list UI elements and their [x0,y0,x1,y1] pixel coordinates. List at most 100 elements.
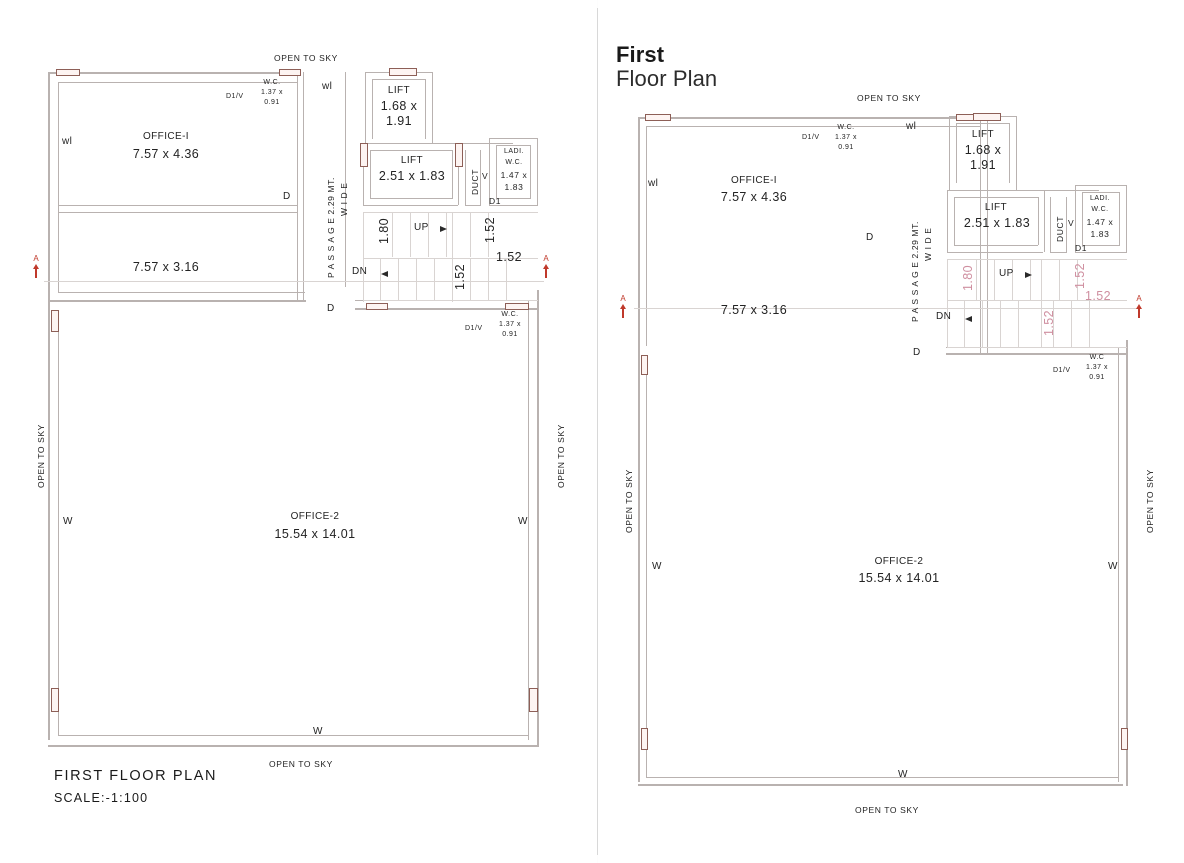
section-arrow-left-icon [33,264,39,269]
label-window-w-bottom-r: W [898,769,908,780]
label-dim-tread-lower-r: 1.52 [1042,310,1056,336]
wall-right-office2-r [1126,340,1128,786]
label-dim-stair-width: 1.80 [377,218,391,244]
wall-wc-left-inner-r [1082,192,1083,245]
label-door-dl-r: D1 [1075,243,1088,253]
label-office2-name: OFFICE-2 [290,511,340,522]
label-ladies-wc-name2: W.C. [505,159,523,166]
wall-office2-top-right-b [355,308,538,310]
label-duct: DUCT [470,168,480,195]
section-stem-left [35,269,37,278]
label-dim-tread-lower: 1.52 [453,264,467,290]
label-lift1-dims-a-r: 1.68 x [964,143,1002,157]
label-open-to-sky-top: OPEN TO SKY [274,53,338,63]
wall-lift1-right-inner [425,79,426,139]
section-mark-left-letter: A [33,254,39,263]
wall-wc-left-inner [496,145,497,198]
label-wc-top-dim-b-r: 0.91 [838,144,854,151]
label-door-d-upper-r: D [866,232,874,243]
label-ladies-wc-dim-a-r: 1.47 x [1086,217,1114,227]
window-lift1-top-r [973,113,1001,121]
label-door-d-lower: D [327,303,335,314]
window-left-office2-top [51,310,59,332]
wall-right-office2 [537,290,539,747]
stair-tread [428,213,429,257]
wall-right-office1 [297,72,298,302]
stair-tread [434,259,435,300]
wall-wc-right-inner-r [1119,192,1120,245]
window-right-office2-bottom-r [1121,728,1128,750]
label-office2-name-r: OFFICE-2 [874,556,924,567]
wall-wc-top-inner-r [1082,192,1120,193]
wall-wc-right [537,138,538,205]
wall-lift1-right [432,72,433,144]
wall-left-office2-inner [58,310,59,735]
label-vent-r: V [1068,218,1075,228]
wall-lift2-left-inner-r [954,197,955,245]
wall-lift1-left-inner [372,79,373,139]
stair-tread [488,259,489,300]
window-lift2-left [360,143,368,167]
label-office1-name: OFFICE-I [143,131,189,142]
wall-lift1-right-r [1016,116,1017,190]
window-right-office2-bottom [529,688,538,712]
stair-tread [488,213,489,257]
wall-stair-top [363,212,538,213]
wall-stub-r [938,117,939,119]
wall-office2-top-left-b [48,300,306,302]
window-top-left [56,69,80,76]
wall-office1-divider [58,205,298,206]
wall-lift2-right-inner [452,150,453,198]
stair-tread-r [1089,301,1090,347]
wall-right-office2-inner [528,300,529,740]
wall-wc-bottom-r [1075,252,1127,253]
stair-tread [506,259,507,300]
wall-lift2-right [458,143,459,205]
label-wc-bottom-dim-b: 0.91 [502,331,518,338]
label-ladies-wc-dim-b-r: 1.83 [1090,229,1110,239]
wall-lift2-bottom-inner-r [954,245,1038,246]
left-title-text: First Floor Plan [54,768,218,784]
arrow-up-direction-r [1025,272,1032,278]
wall-stair-bottom-r [947,347,1127,348]
window-top-right [279,69,301,76]
stair-tread-r [976,260,977,300]
wall-bottom-office2-r [638,784,1123,786]
section-stem-right-r [1138,309,1140,318]
label-window-w-right-r: W [1108,561,1118,572]
wall-lift2-bottom-r [947,252,1043,253]
arrow-dn-direction-r [965,316,972,322]
label-lift1-name: LIFT [387,85,411,96]
label-window-w-left-r: W [652,561,662,572]
section-arrow-right-icon [543,264,549,269]
label-lift2-dims-r: 2.51 x 1.83 [963,216,1031,230]
label-window-wl-top-r: wl [906,121,917,132]
label-lift2-name-r: LIFT [984,202,1008,213]
stair-tread-r [1077,260,1078,300]
label-wc-top-dim-a-r: 1.37 x [834,134,858,141]
label-door-d1v-top: D1/V [226,93,244,100]
wall-bottom-office2-inner-r [646,777,1118,778]
wall-lift2-top [363,143,513,144]
wall-lift2-left-r [947,190,948,252]
label-lift1-dims-b: 1.91 [386,114,412,128]
stair-tread [392,213,393,257]
section-mark-right-letter: A [543,254,549,263]
label-passage-line1: P A S S A G E 2.29 MT. [326,177,336,278]
section-line-aa [44,281,544,282]
wall-lift2-right-inner-r [1038,197,1039,245]
label-door-d-lower-r: D [913,347,921,358]
label-lift1-dims-b-r: 1.91 [970,158,996,172]
label-open-to-sky-bottom: OPEN TO SKY [269,759,333,769]
label-lift1-name-r: LIFT [971,129,995,140]
window-left-office2-bottom-r [641,728,648,750]
wall-lift2-left [363,143,364,205]
label-stair-dn-r: DN [936,311,952,322]
stair-tread [470,259,471,300]
wall-duct-bottom [465,205,481,206]
label-wc-bottom-dim-b-r: 0.91 [1089,374,1105,381]
wall-passage-right [345,72,346,287]
section-stem-right [545,269,547,278]
window-lift2-right [455,143,463,167]
